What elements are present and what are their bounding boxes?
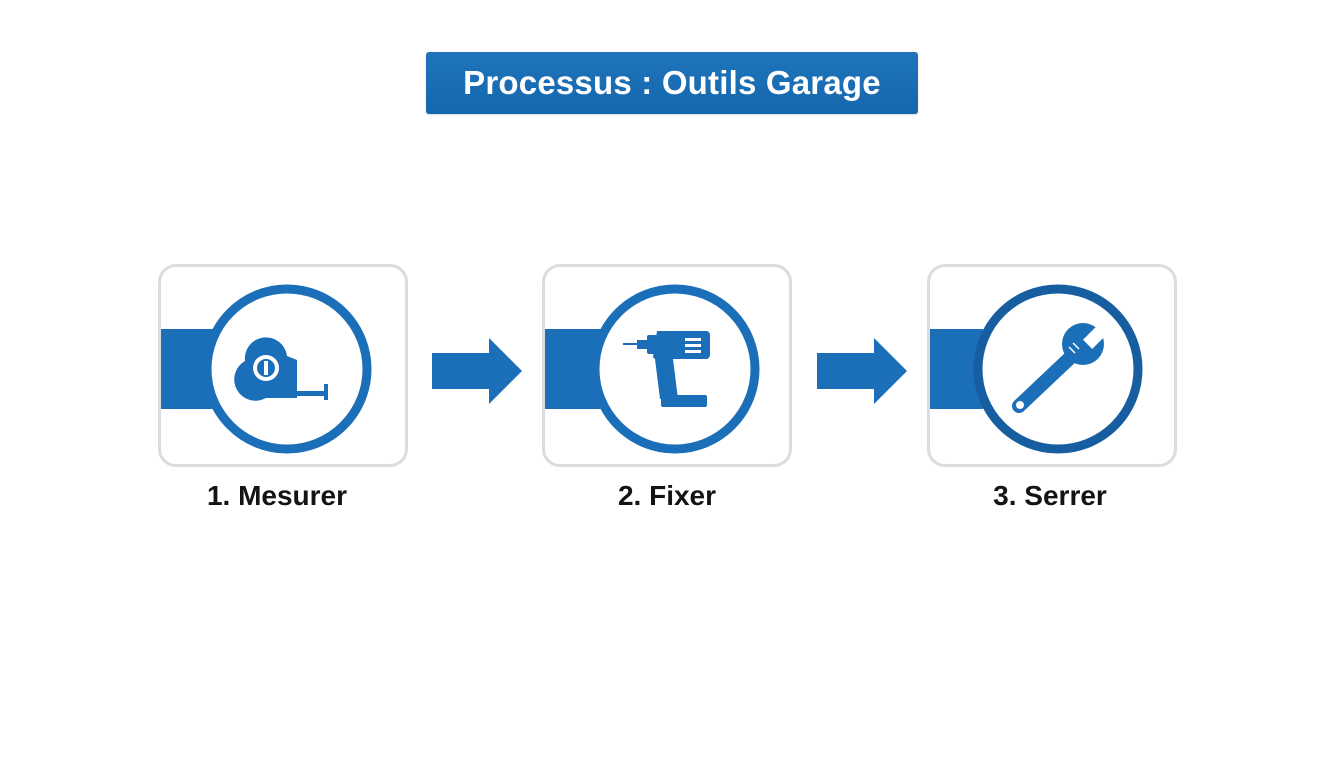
- title-banner: Processus : Outils Garage: [426, 52, 918, 114]
- step-card-tighten: [927, 264, 1177, 467]
- wrench-icon: [930, 284, 1143, 454]
- step-card-measure: [158, 264, 408, 467]
- step-label-fix: 2. Fixer: [617, 480, 717, 511]
- arrow-right-icon: [432, 338, 522, 404]
- step-card-fix: [542, 264, 792, 467]
- step-label-tighten: 3. Serrer: [993, 480, 1107, 511]
- drill-icon: [545, 284, 760, 454]
- arrow-right-icon: [817, 338, 907, 404]
- page-title: Processus : Outils Garage: [463, 64, 881, 101]
- step-label-measure: 1. Mesurer: [206, 480, 348, 511]
- tape-measure-icon: [161, 284, 372, 454]
